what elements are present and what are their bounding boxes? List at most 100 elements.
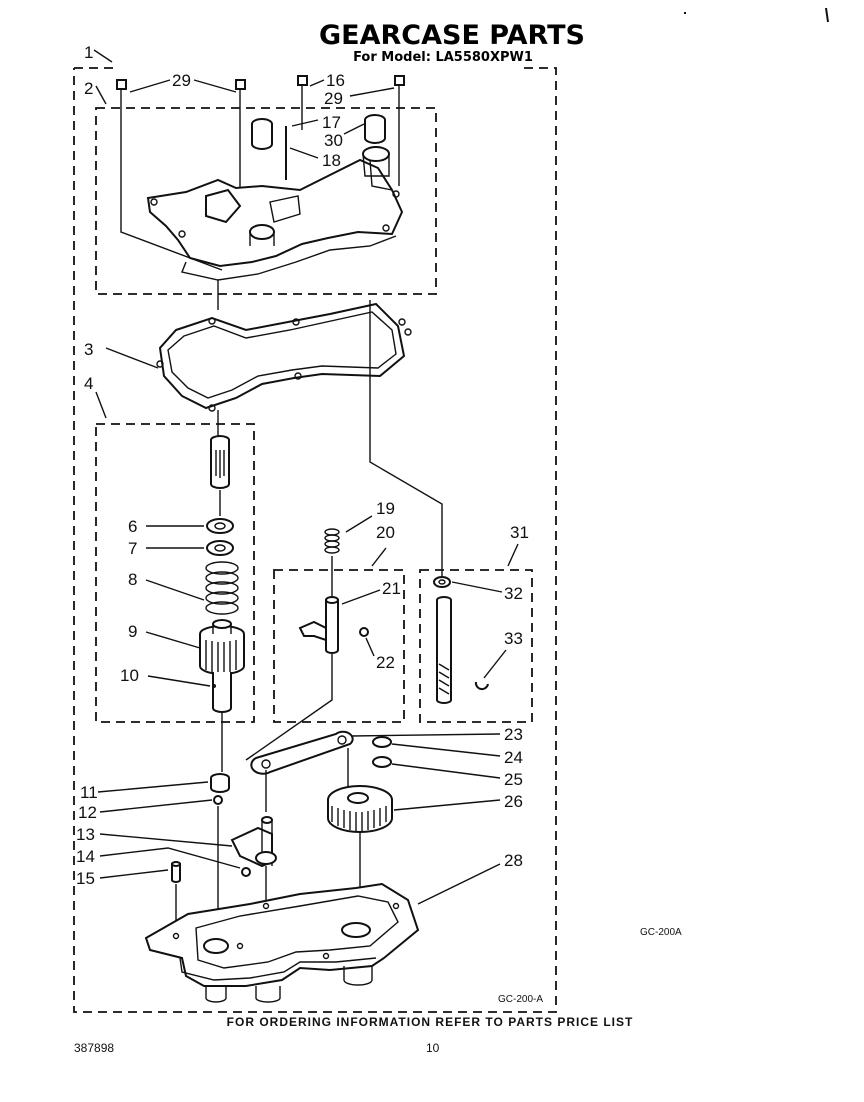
alignment-line: [369, 300, 443, 576]
gasket: [156, 302, 412, 412]
scan-mark: [825, 7, 829, 23]
leader-3: [105, 347, 159, 369]
callout-8: 8: [128, 570, 137, 589]
callout-13: 13: [76, 825, 95, 844]
callout-23: 23: [504, 725, 523, 744]
leader-1: [93, 49, 113, 63]
callout-14: 14: [76, 847, 95, 866]
leader-20: [371, 547, 387, 567]
screw-16: [297, 75, 308, 98]
leader-18: [289, 147, 319, 159]
callout-26: 26: [504, 792, 523, 811]
cover-group-frame: [95, 107, 437, 295]
gear-26: [327, 785, 393, 833]
ball-12: [213, 795, 223, 805]
bearing-11: [210, 773, 230, 793]
lever-23: [250, 730, 354, 775]
callout-15: 15: [76, 869, 95, 888]
washer-25: [372, 756, 392, 768]
leader-25: [391, 763, 501, 779]
callout-9: 9: [128, 622, 137, 641]
callout-18: 18: [322, 151, 341, 170]
clip-33: [474, 681, 489, 691]
leader-23: [351, 733, 501, 737]
callout-28: 28: [504, 851, 523, 870]
leader-32: [451, 581, 503, 593]
scan-dot: [684, 12, 686, 14]
callout-4: 4: [84, 374, 93, 393]
callout-19: 19: [376, 499, 395, 518]
leader-17: [291, 119, 319, 127]
callout-10: 10: [120, 666, 139, 685]
screw-29-left: [116, 79, 127, 102]
callout-11: 11: [80, 783, 98, 802]
callout-33: 33: [504, 629, 523, 648]
leader-31: [507, 543, 519, 567]
shift-fork: [298, 596, 369, 654]
callout-16: 16: [326, 71, 345, 90]
spring-19: [324, 528, 340, 554]
frame-code: GC-200-A: [498, 994, 543, 1005]
washer-24: [372, 736, 392, 748]
model-subtitle: For Model: LA5580XPW1: [353, 50, 533, 65]
callout-7: 7: [128, 539, 137, 558]
leader-30: [343, 123, 365, 135]
alignment-line: [120, 102, 223, 271]
leader-13: [99, 833, 233, 847]
document-number: 387898: [74, 1041, 114, 1055]
leader-11: [97, 781, 209, 793]
spring-8: [205, 561, 239, 615]
leader-10: [147, 675, 211, 687]
callout-12: 12: [78, 803, 97, 822]
leader-16: [309, 79, 325, 87]
leader-2: [95, 85, 107, 105]
callout-2: 2: [84, 79, 93, 98]
alignment-line: [265, 748, 349, 812]
bushing-17: [251, 118, 273, 150]
washer-6: [206, 518, 234, 534]
screw-29-right: [394, 75, 405, 98]
callout-25: 25: [504, 770, 523, 789]
leader-29b: [349, 87, 395, 97]
callout-24: 24: [504, 748, 523, 767]
leader-22: [365, 637, 375, 657]
page-number: 10: [426, 1041, 440, 1055]
gearcase-housing: [144, 882, 420, 1003]
callout-29-right: 29: [324, 89, 343, 108]
callout-3: 3: [84, 340, 93, 359]
leader-29a: [129, 79, 237, 93]
callout-22: 22: [376, 653, 395, 672]
assembly-frame: [73, 67, 557, 1013]
leader-21: [341, 589, 381, 605]
shaft-31: [436, 596, 452, 704]
callout-1: 1: [84, 43, 93, 62]
callout-31: 31: [510, 523, 529, 542]
pinion-group-frame: [95, 423, 255, 723]
shaft-10: [212, 672, 232, 713]
leader-12: [99, 799, 213, 813]
callout-17: 17: [322, 113, 341, 132]
bushing-30: [364, 114, 386, 144]
callout-6: 6: [128, 517, 137, 536]
leader-24: [391, 743, 501, 757]
leader-26: [393, 799, 501, 811]
leader-9: [145, 631, 201, 649]
leader-14: [99, 847, 241, 869]
page-title: GEARCASE PARTS: [319, 20, 585, 51]
leader-8: [145, 579, 205, 601]
pinion-shaft: [210, 435, 230, 489]
side-code: GC-200A: [640, 927, 682, 938]
shaft-group-frame: [419, 569, 533, 723]
callout-29-left: 29: [172, 71, 191, 90]
cam-13: [230, 816, 277, 868]
pin-15: [171, 861, 181, 883]
pinion-gear-9: [199, 619, 245, 675]
callout-20: 20: [376, 523, 395, 542]
shift-fork-group-frame: [273, 569, 405, 723]
leader-33: [483, 649, 507, 679]
part-14: [241, 867, 251, 877]
leader-15: [99, 869, 169, 879]
gearcase-cover: [146, 146, 404, 281]
washer-7: [206, 540, 234, 556]
